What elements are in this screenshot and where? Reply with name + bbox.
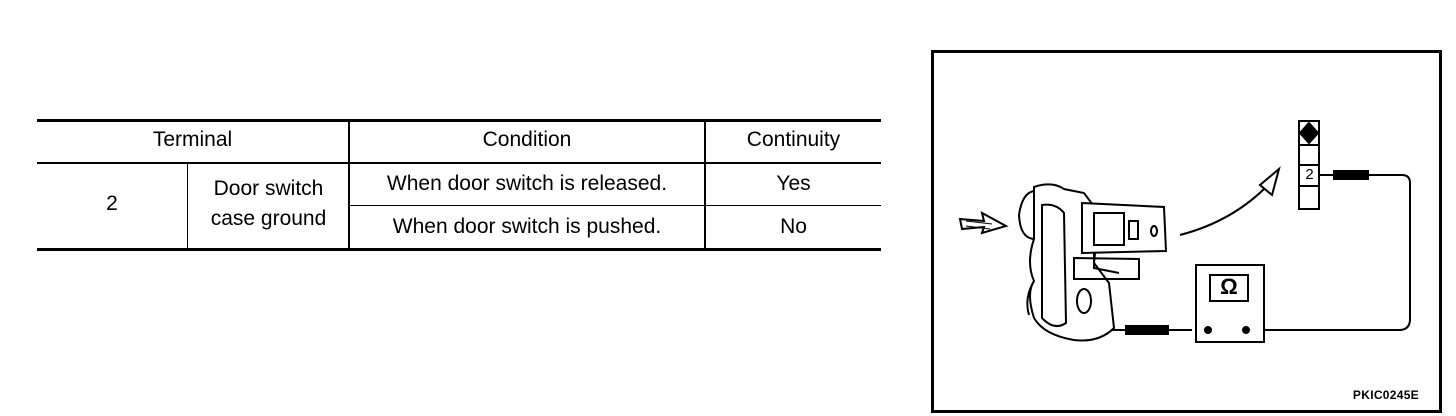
ohm-symbol: Ω (1220, 274, 1238, 299)
condition-pushed: When door switch is pushed. (392, 215, 662, 238)
header-terminal: Terminal (152, 128, 233, 151)
probe-right-icon (1333, 170, 1369, 180)
column-divider-continuity (704, 119, 706, 251)
column-divider-terminal (187, 163, 188, 249)
table-header-rule (37, 162, 881, 164)
connector-terminal-number: 2 (1305, 166, 1314, 183)
terminal-description-line1: Door switch (213, 177, 324, 200)
connector-guide-icon (1298, 121, 1320, 145)
door-switch-diagram: 2 Ω PKIC0245E (931, 50, 1442, 413)
diagram-drawing (958, 120, 1411, 343)
figure-code: PKIC0245E (1352, 388, 1419, 402)
header-condition: Condition (482, 128, 572, 151)
table-top-rule (37, 119, 881, 122)
header-continuity: Continuity (746, 128, 841, 151)
table-bottom-rule (37, 248, 881, 251)
probe-left-icon (1125, 325, 1169, 335)
curved-arrow-icon (1179, 182, 1271, 236)
terminal-number: 2 (106, 192, 118, 215)
terminal-description: Door switch case ground (189, 174, 348, 234)
table-row-divider (348, 205, 881, 206)
press-arrow-icon (958, 211, 1009, 235)
continuity-released: Yes (776, 172, 811, 195)
terminal-description-line2: case ground (210, 207, 327, 230)
continuity-pushed: No (780, 215, 807, 238)
ohmmeter-icon (1195, 264, 1265, 343)
door-switch-icon (1017, 183, 1168, 342)
condition-released: When door switch is released. (386, 172, 668, 195)
column-divider-condition (348, 119, 350, 251)
